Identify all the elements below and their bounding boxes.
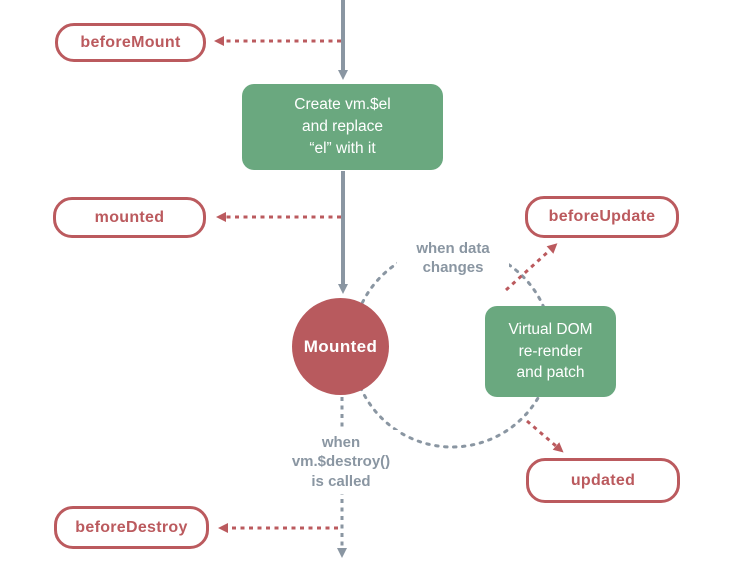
badge-before-destroy-label: beforeDestroy — [75, 518, 188, 536]
badge-before-destroy: beforeDestroy — [54, 506, 209, 549]
badge-before-mount-label: beforeMount — [80, 33, 181, 51]
badge-updated: updated — [526, 458, 680, 503]
badge-before-update: beforeUpdate — [525, 196, 679, 238]
arrow-before-update — [504, 243, 558, 292]
note-when-data-changes: when data changes — [397, 236, 509, 280]
note-when-data-changes-line2: changes — [422, 259, 484, 276]
box-create-el-line2: and replace — [301, 118, 383, 136]
note-when-data-changes-line1: when data — [416, 239, 490, 257]
box-create-el-line1: Create vm.$el — [294, 96, 391, 114]
note-when-destroy-line3: is called — [311, 472, 371, 490]
box-virtual-dom-line3: and patch — [516, 364, 585, 382]
badge-before-mount: beforeMount — [55, 23, 206, 62]
box-virtual-dom-line2: re-render — [518, 342, 583, 360]
arrow-updated — [526, 419, 564, 453]
node-mounted-label: Mounted — [303, 336, 378, 356]
badge-before-update-label: beforeUpdate — [548, 208, 656, 225]
node-mounted-circle: Mounted — [292, 298, 389, 395]
note-when-destroy: when vm.$destroy() is called — [283, 430, 399, 494]
badge-mounted: mounted — [53, 197, 206, 238]
box-create-el-line3: “el” with it — [309, 139, 376, 157]
box-virtual-dom-line1: Virtual DOM — [508, 320, 593, 338]
box-virtual-dom: Virtual DOM re-render and patch — [485, 306, 616, 397]
badge-updated-label: updated — [570, 471, 636, 489]
box-create-el: Create vm.$el and replace “el” with it — [242, 84, 443, 170]
badge-mounted-label: mounted — [94, 208, 165, 226]
note-when-destroy-line1: when — [321, 433, 361, 451]
note-when-destroy-line2: vm.$destroy() — [291, 453, 391, 471]
